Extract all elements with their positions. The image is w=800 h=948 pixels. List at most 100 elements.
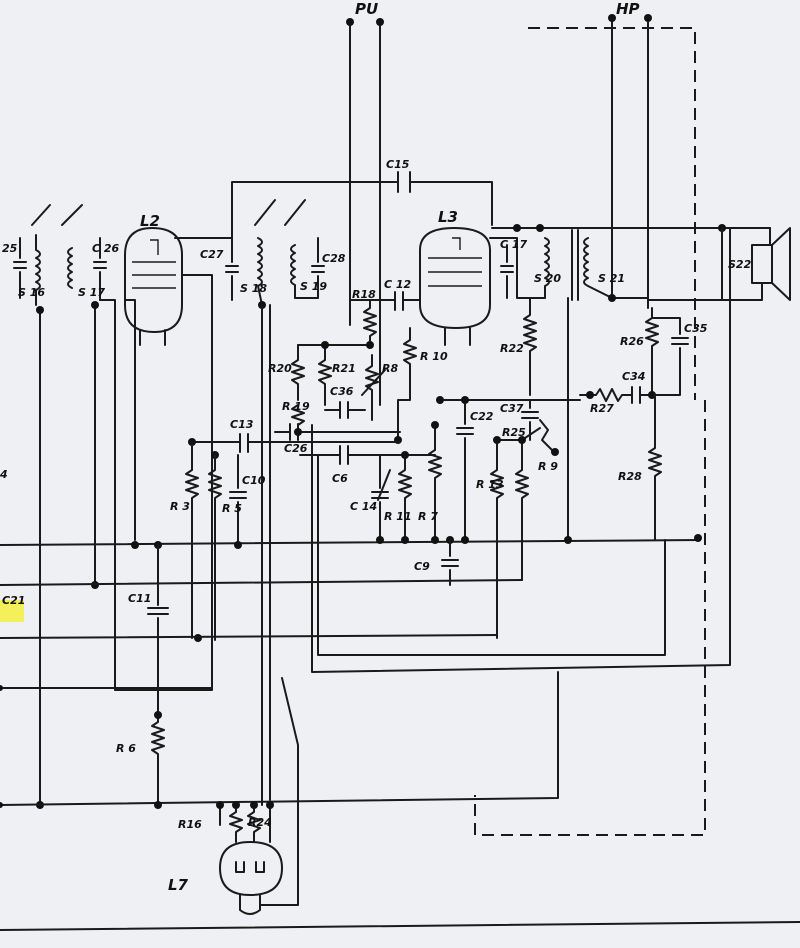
return-655 (317, 454, 666, 656)
label-c26-top: C 26 (92, 242, 120, 255)
coil-s19 (290, 244, 296, 299)
label-r13: R 13 (476, 478, 504, 491)
c6-line (299, 445, 436, 465)
coil-s18 (257, 237, 263, 306)
label-r28: R28 (618, 470, 642, 483)
c17-symbol (500, 244, 514, 299)
r9 (515, 439, 529, 581)
c13-line (191, 433, 401, 453)
ground-bus (0, 539, 701, 546)
tube-l3-grids (428, 237, 482, 287)
label-c35: C35 (684, 322, 708, 335)
coil-s18-down (261, 304, 271, 806)
c14 (371, 454, 389, 541)
label-c11: C11 (128, 592, 151, 605)
c36 (324, 401, 366, 419)
label-s21: S 21 (598, 272, 625, 285)
tube-l3 (419, 227, 491, 329)
label-s16: S 16 (18, 286, 45, 299)
return-638 (0, 634, 498, 639)
r21 (318, 344, 332, 406)
r8 (365, 354, 379, 421)
label-r16: R16 (178, 818, 202, 831)
label-c37: C37 (500, 402, 524, 415)
label-r18: R18 (352, 288, 376, 301)
label-s17: S 17 (78, 286, 105, 299)
hp-output-lines (611, 17, 649, 309)
tuning-arrows-mid (254, 199, 306, 226)
r8-wiper (361, 369, 386, 396)
r16-r24 (219, 804, 271, 843)
label-hp: HP (616, 0, 640, 18)
label-c22: C22 (470, 410, 494, 423)
label-side-mark: 4 (0, 468, 8, 481)
c12-line (349, 291, 421, 311)
label-r9: R 9 (538, 460, 558, 473)
speaker-wire (647, 227, 723, 301)
bottom-line (0, 921, 800, 931)
label-c6: C6 (332, 472, 348, 485)
label-c34: C34 (622, 370, 645, 383)
c37-variable (539, 419, 553, 451)
coil-s21 (583, 237, 649, 299)
label-c26: C26 (284, 442, 308, 455)
label-r20: R20 (268, 362, 292, 375)
r28 (648, 394, 662, 541)
return-585 (0, 579, 523, 586)
c35 (651, 317, 689, 396)
label-c13: C13 (230, 418, 254, 431)
label-c21: C21 (2, 594, 25, 607)
speaker-box (751, 244, 773, 284)
label-r21: R21 (332, 362, 356, 375)
c9 (441, 539, 459, 586)
dashed-enclosure (474, 27, 706, 836)
c21-highlight (0, 600, 24, 622)
label-r25: R25 (502, 426, 526, 439)
r3 (185, 441, 199, 639)
tuning-arrows-left (31, 204, 83, 226)
label-s22: S22 (728, 258, 752, 271)
r13 (490, 439, 504, 639)
label-r26: R26 (620, 335, 644, 348)
tube-l2-wiring (99, 237, 233, 691)
r7 (428, 424, 442, 541)
label-s18: S 18 (240, 282, 267, 295)
label-l2: L2 (140, 212, 160, 230)
label-l7: L7 (168, 876, 189, 894)
label-c25: 25 (2, 242, 18, 255)
pu-input-lines (349, 21, 381, 406)
left-verticals (39, 304, 96, 806)
label-r22: R22 (500, 342, 524, 355)
c15-symbol (397, 171, 411, 193)
label-c17: C 17 (500, 238, 528, 251)
r20 (291, 344, 305, 401)
c26-top-symbol (93, 237, 107, 301)
tube-l7 (219, 841, 283, 896)
label-c10: C10 (242, 474, 266, 487)
r22 (523, 297, 537, 396)
mains-switch (259, 677, 299, 906)
label-r11: R 11 (384, 510, 412, 523)
label-c14: C 14 (350, 500, 377, 513)
label-r24: R24 (248, 816, 272, 829)
r10 (397, 327, 417, 441)
label-r10: R 10 (420, 350, 448, 363)
label-c36: C36 (330, 385, 354, 398)
label-r6: R 6 (116, 742, 136, 755)
r26 (645, 307, 659, 396)
c26-line (274, 423, 401, 441)
tube-l2-grids (132, 239, 176, 289)
c37 (521, 399, 539, 441)
label-c28: C28 (322, 252, 346, 265)
c22 (439, 399, 581, 541)
coil-s16 (35, 234, 41, 306)
c28-symbol (294, 237, 325, 299)
r5 (208, 454, 222, 641)
label-pu: PU (355, 0, 378, 18)
tube-l2 (124, 227, 183, 333)
label-r3: R 3 (170, 500, 190, 513)
c10 (229, 454, 247, 546)
return-805 (0, 671, 559, 806)
label-r19: R 19 (282, 400, 310, 413)
